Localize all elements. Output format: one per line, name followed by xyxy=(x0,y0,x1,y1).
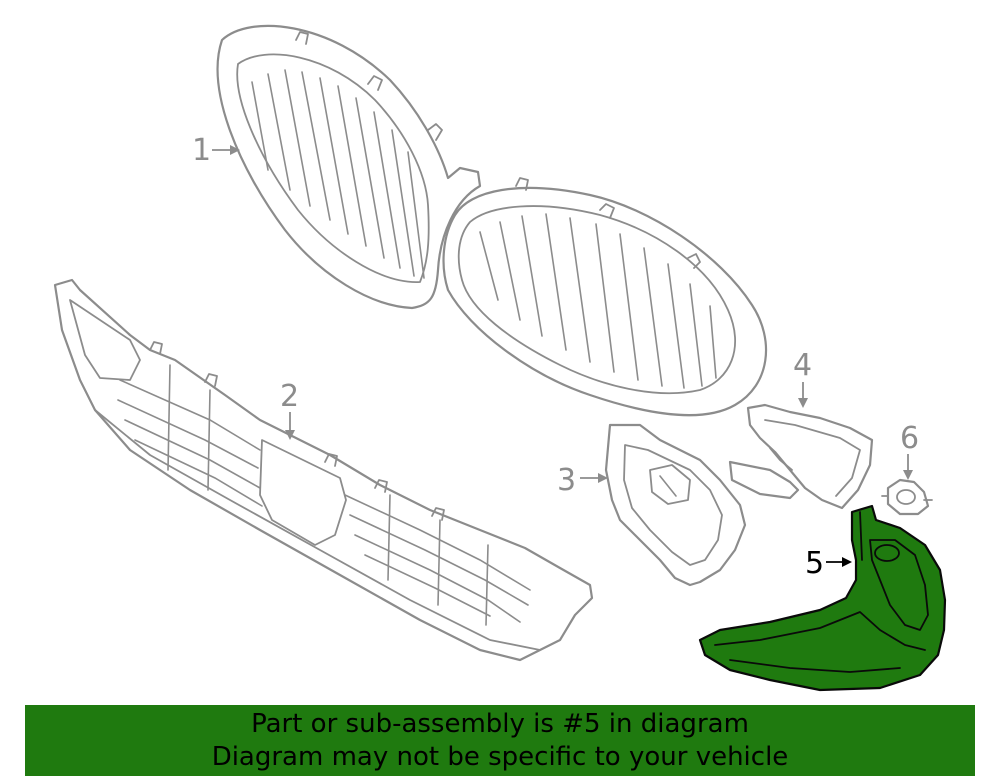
callout-1: 1 xyxy=(192,133,240,168)
part-6-clip xyxy=(881,478,933,516)
banner-line-2: Diagram may not be specific to your vehi… xyxy=(211,742,789,772)
part-1-kidney-grille xyxy=(216,24,768,417)
callout-6-number: 6 xyxy=(900,421,919,456)
part-2-lower-grille xyxy=(53,278,594,662)
part-3-bracket xyxy=(604,423,747,587)
callout-3: 3 xyxy=(557,463,608,498)
callout-3-number: 3 xyxy=(557,463,576,498)
callout-6: 6 xyxy=(900,421,919,480)
callout-4: 4 xyxy=(793,348,812,408)
callout-5: 5 xyxy=(805,546,852,581)
banner-line-1: Part or sub-assembly is #5 in diagram xyxy=(251,709,749,739)
part-5-bezel-highlighted xyxy=(698,504,947,692)
callout-4-number: 4 xyxy=(793,348,812,383)
info-banner: Part or sub-assembly is #5 in diagram Di… xyxy=(25,705,975,776)
callout-5-number: 5 xyxy=(805,546,824,581)
callout-2-number: 2 xyxy=(280,379,299,414)
callout-1-number: 1 xyxy=(192,133,211,168)
callout-2: 2 xyxy=(280,379,299,440)
part-4-air-duct xyxy=(728,403,874,510)
